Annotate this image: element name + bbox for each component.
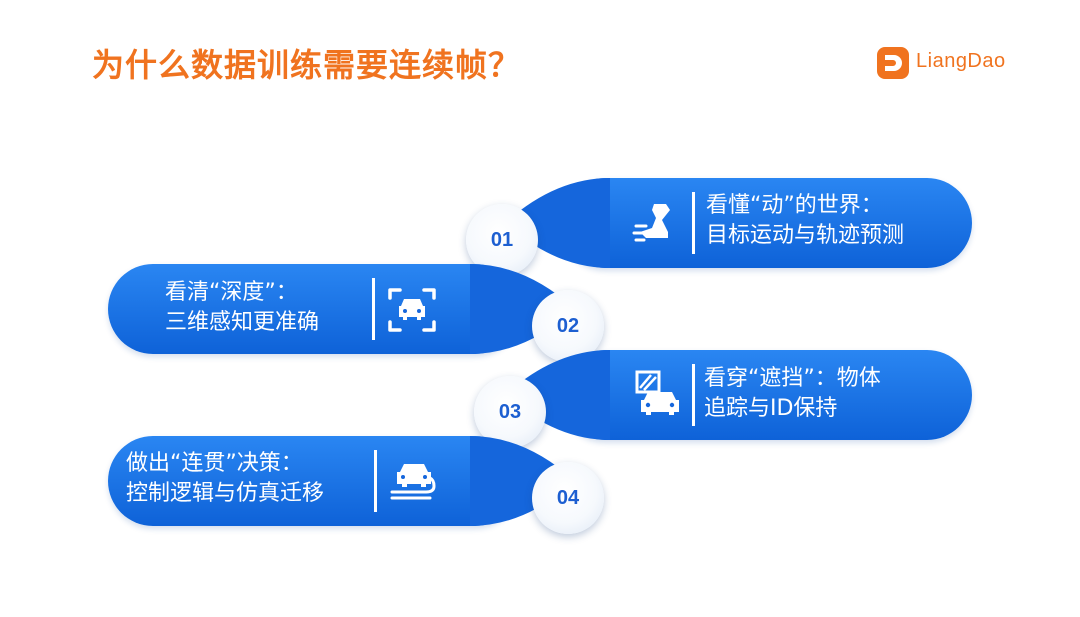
- item-03-divider: [692, 364, 695, 426]
- item-01-divider: [692, 192, 695, 254]
- item-03-line2: 追踪与ID保持: [704, 396, 838, 421]
- item-04-number-badge: 04: [532, 462, 604, 534]
- item-02-text: 看清“深度”： 三维感知更准确: [165, 278, 319, 338]
- item-02-number-badge: 02: [532, 290, 604, 362]
- logo: LiangDao: [876, 46, 1026, 86]
- item-03-number: 03: [498, 400, 522, 423]
- item-04-line2: 控制逻辑与仿真迁移: [126, 481, 325, 506]
- item-04-tail: [470, 436, 575, 526]
- logo-text: LiangDao: [916, 50, 1006, 72]
- item-03-tail: [505, 350, 610, 440]
- item-03-number-badge: 03: [474, 376, 546, 448]
- item-02-number: 02: [556, 314, 580, 337]
- item-02-pill: [108, 264, 520, 354]
- item-04-line1: 做出“连贯”决策：: [126, 451, 303, 476]
- item-04-pill: [108, 436, 520, 526]
- item-01-number: 01: [490, 228, 514, 251]
- item-03-pill: [560, 350, 972, 440]
- item-01-tail: [505, 178, 610, 268]
- item-02-line1: 看清“深度”：: [165, 280, 298, 305]
- liangdao-logo-icon: [877, 47, 909, 79]
- item-01-text: 看懂“动”的世界： 目标运动与轨迹预测: [706, 191, 904, 251]
- page-title: 为什么数据训练需要连续帧？: [92, 46, 522, 84]
- item-02-line2: 三维感知更准确: [165, 310, 320, 335]
- car-occlusion-icon: [635, 370, 679, 415]
- car-scan-icon: [388, 288, 436, 332]
- item-02-divider: [372, 278, 375, 340]
- item-03-text: 看穿“遮挡”：物体 追踪与ID保持: [704, 364, 881, 424]
- item-01-line1: 看懂“动”的世界：: [706, 193, 883, 218]
- item-04-text: 做出“连贯”决策： 控制逻辑与仿真迁移: [126, 449, 324, 509]
- running-shoe-icon: [632, 204, 670, 242]
- item-04-number: 04: [556, 486, 580, 509]
- car-path-icon: [390, 464, 436, 500]
- item-03-line1: 看穿“遮挡”：物体: [704, 366, 881, 391]
- item-04-divider: [374, 450, 377, 512]
- item-02-tail: [470, 264, 575, 354]
- item-01-line2: 目标运动与轨迹预测: [706, 223, 905, 248]
- item-01-pill: [560, 178, 972, 268]
